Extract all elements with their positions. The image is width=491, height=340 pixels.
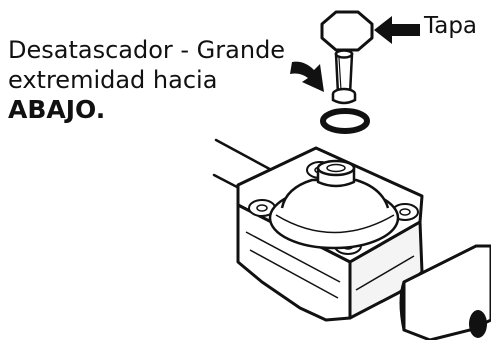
cap-arrow-icon xyxy=(374,16,420,44)
o-ring xyxy=(320,108,370,134)
cap-part xyxy=(320,10,374,52)
instruction-line-2: extremidad hacia xyxy=(8,66,218,94)
instruction-line-3-emphasis: ABAJO. xyxy=(8,95,106,124)
instruction-line-1: Desatascador - Grande xyxy=(8,36,286,64)
cap-label: Tapa xyxy=(424,13,478,39)
plunger-curved-arrow-icon xyxy=(290,61,324,92)
plunger-part xyxy=(331,49,357,105)
right-pipe xyxy=(399,244,491,340)
valve-body xyxy=(236,146,424,322)
